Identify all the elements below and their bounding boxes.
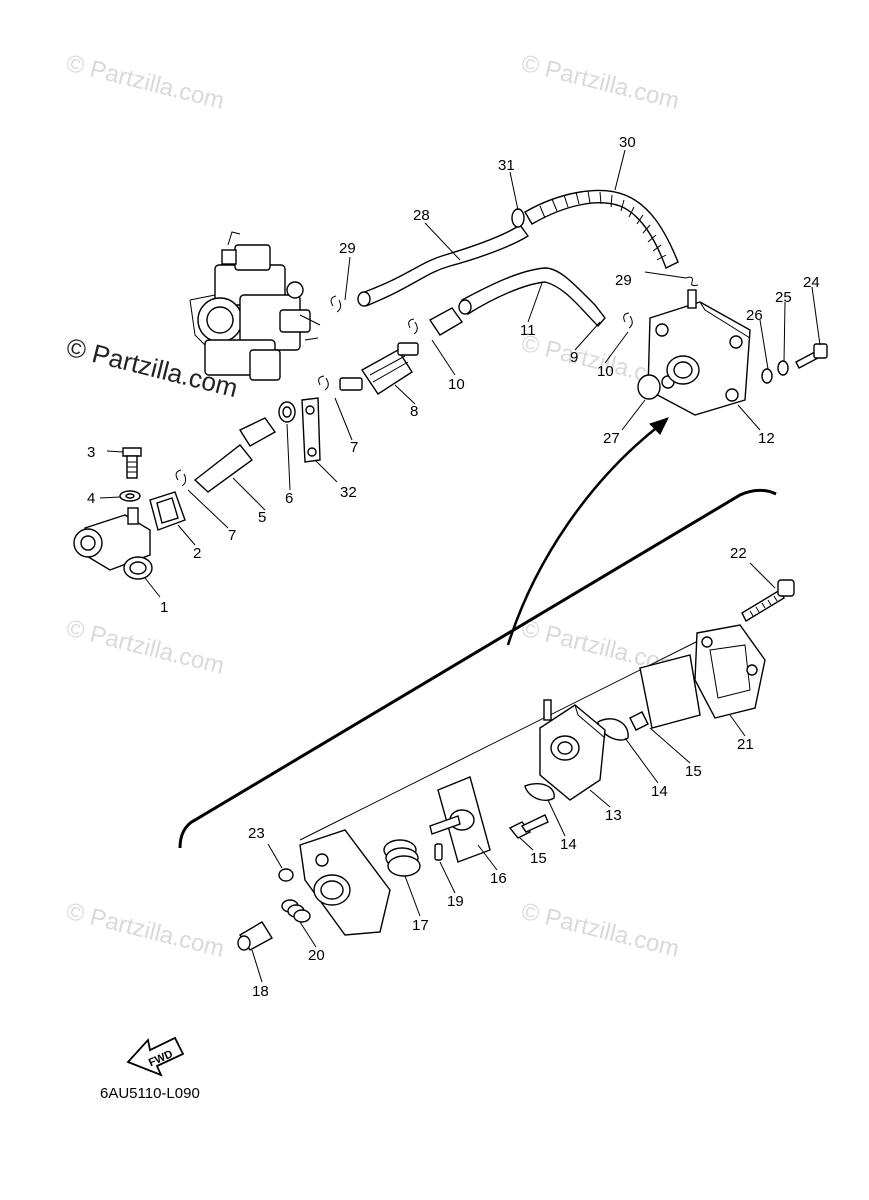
callout-14a: 14 [651,783,668,800]
callout-7b: 7 [350,439,358,456]
fuel-pump-assembly [637,289,828,416]
fuel-filter-assembly [73,307,633,580]
callout-5: 5 [258,509,266,526]
callout-29a: 29 [339,240,356,257]
leader-lines [99,149,821,983]
watermark: © Partzilla.com [519,898,682,963]
diagram-code: 6AU5110-L090 [100,1085,200,1102]
callout-23: 23 [248,825,265,842]
carburetor-illustration [189,231,321,381]
callout-8: 8 [410,403,418,420]
callout-22: 22 [730,545,747,562]
callout-11: 11 [520,322,536,339]
callout-30: 30 [619,134,636,151]
fwd-arrow-icon [126,1036,185,1077]
callout-32: 32 [340,484,357,501]
pump-internals-exploded [237,579,795,951]
callout-20: 20 [308,947,325,964]
exploded-view-boundary [178,417,777,849]
callout-28: 28 [413,207,430,224]
callout-9: 9 [570,349,578,366]
callout-17: 17 [412,917,429,934]
callout-14b: 14 [560,836,577,853]
callout-15b: 15 [530,850,547,867]
callout-6: 6 [285,490,293,507]
callout-10a: 10 [448,376,465,393]
callout-1: 1 [160,599,168,616]
watermark: © Partzilla.com [519,50,682,115]
callout-18: 18 [252,983,269,1000]
watermark: © Partzilla.com [64,898,227,963]
callout-3: 3 [87,444,95,461]
watermark: © Partzilla.com [64,615,227,680]
callout-labels: 1 2 3 4 5 6 7 7 8 9 10 10 11 12 13 14 14… [87,134,820,1000]
callout-16: 16 [490,870,507,887]
callout-29b: 29 [615,272,632,289]
callout-19: 19 [447,893,464,910]
callout-10b: 10 [597,363,614,380]
callout-26: 26 [746,307,763,324]
callout-21: 21 [737,736,754,753]
callout-24: 24 [803,274,820,291]
callout-4: 4 [87,490,95,507]
fuel-hose-set [330,189,699,328]
callout-31: 31 [498,157,515,174]
callout-12: 12 [758,430,775,447]
watermark: © Partzilla.com [64,50,227,115]
callout-27: 27 [603,430,620,447]
callout-13: 13 [605,807,622,824]
callout-25: 25 [775,289,792,306]
callout-2: 2 [193,545,201,562]
callout-7a: 7 [228,527,236,544]
forward-direction-arrow: FWD [126,1036,185,1077]
callout-15a: 15 [685,763,702,780]
